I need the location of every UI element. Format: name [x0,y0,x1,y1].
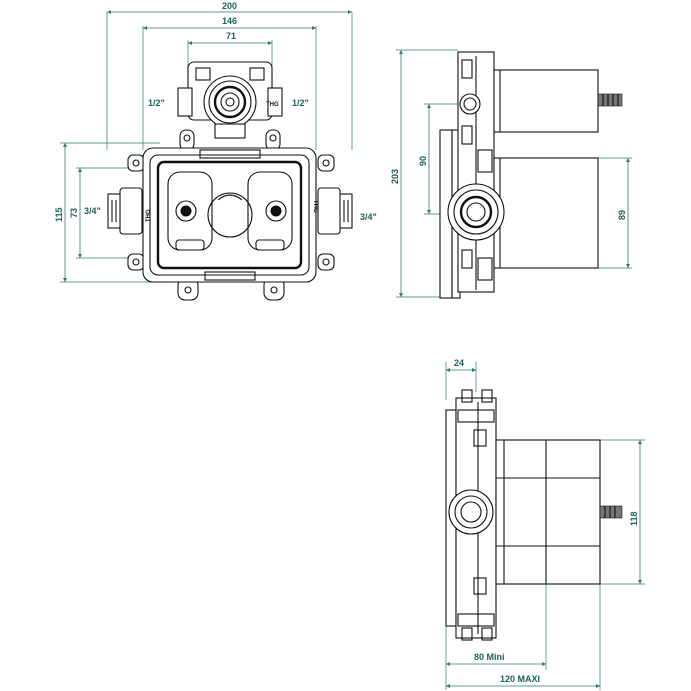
brand-mark-right: THG [312,200,318,213]
dim-total-height: 203 [390,169,400,184]
side-view-bottom: 24 118 80 Mini 120 MAXI [445,358,645,690]
dim-depth-max: 120 MAXI [500,674,540,684]
mounting-lugs [127,129,335,301]
dim-right-height-bottom: 118 [629,511,639,526]
thread-top-left: 1/2" [148,98,165,108]
right-port: THG [312,187,353,235]
dim-depth-min: 80 Mini [474,652,505,662]
left-port: THG [107,187,152,235]
main-box [142,147,317,283]
dim-height-inner: 73 [69,208,79,218]
brand-mark-top: THG [266,102,279,108]
dim-right-height: 89 [617,210,627,220]
thread-right: 3/4" [360,212,377,222]
thread-top-right: 1/2" [292,98,309,108]
dim-top-inlet: 71 [226,31,236,41]
brand-mark-left: THG [146,209,152,222]
thread-left: 3/4" [84,206,101,216]
internal-cartridges [167,171,293,251]
top-inlet-body: THG [177,61,283,139]
dim-port-spacing: 90 [418,156,428,166]
side-view-top: 203 90 89 [390,49,632,299]
dim-plate: 24 [454,358,464,368]
dim-height-outer: 115 [54,207,64,222]
dim-box-width: 146 [222,16,237,26]
front-view: 200 146 71 1/2" 1/2" 3/4" 3/4" 115 73 [54,1,377,301]
dim-overall-width: 200 [222,1,237,11]
